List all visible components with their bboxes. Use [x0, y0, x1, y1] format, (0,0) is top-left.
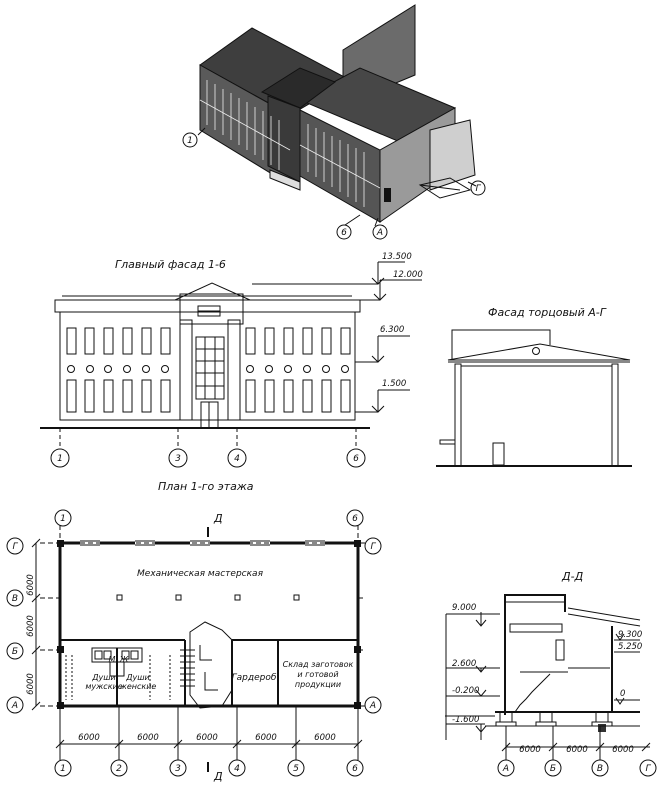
section-elev-9300: 9.300 [618, 630, 642, 640]
plan-axis-left-a: А [11, 701, 18, 711]
plan-axis-left-g: Г [12, 542, 18, 552]
plan-axis-left-b: Б [12, 647, 18, 657]
facade-elevation-marks: 13.500 12.000 6.300 1.500 [252, 252, 423, 413]
plan-dim-vertical-1: 6000 [26, 574, 36, 596]
section-title: Д-Д [561, 570, 584, 583]
axis-marker-a: А [376, 228, 383, 238]
plan-axis-bottom-3: 3 [175, 764, 181, 774]
section-axis-b: Б [550, 764, 556, 774]
room-storage-1: Склад заготовок [283, 660, 354, 669]
end-facade-elevation: Фасад торцовый А-Г [436, 306, 632, 467]
plan-dim-1-2: 6000 [78, 733, 100, 743]
section-elev-9000: 9.000 [452, 603, 476, 613]
room-showers-men-2: мужские [85, 682, 122, 691]
facade-round-windows [67, 365, 349, 373]
plan-axis-top-1: 1 [60, 514, 66, 524]
section-mark-bottom: Д [213, 770, 223, 783]
room-wardrobe: Гардероб [232, 673, 277, 683]
section-mark-top: Д [213, 512, 223, 525]
plan-axis-bottom-1: 1 [60, 764, 66, 774]
axis-marker-g: Г [475, 184, 481, 194]
room-showers-men-1: Души [91, 673, 116, 682]
section-elev-2600: 2.600 [452, 659, 476, 669]
facade-axis-1: 1 [57, 454, 63, 464]
room-showers-women-1: Души [125, 673, 150, 682]
main-facade-elevation: Главный фасад 1-6 [40, 252, 423, 468]
elev-13500: 13.500 [382, 252, 412, 262]
plan-axis-bottom-4: 4 [234, 764, 240, 774]
plan-axis-right-g: Г [370, 542, 376, 552]
facade-axis-6: 6 [353, 454, 359, 464]
building-perspective-view: 1 6 А Г [182, 4, 486, 240]
section-elev-5250: 5.250 [618, 642, 642, 652]
section-axis-v: В [597, 764, 603, 774]
plan-axis-top-6: 6 [352, 514, 358, 524]
facade-lower-windows [66, 379, 351, 413]
plan-dim-2-3: 6000 [137, 733, 159, 743]
elev-12000: 12.000 [393, 270, 423, 280]
plan-title: План 1-го этажа [158, 480, 254, 493]
first-floor-plan: План 1-го этажа Д Д [6, 480, 382, 783]
end-facade-title: Фасад торцовый А-Г [488, 306, 607, 319]
section-d-d: Д-Д 9.000 [445, 570, 657, 777]
section-dim-a-b: 6000 [519, 745, 541, 755]
section-axis-g: Г [645, 764, 651, 774]
facade-upper-windows [66, 327, 351, 355]
elev-6300: 6.300 [380, 325, 404, 335]
facade-axis-3: 3 [175, 454, 181, 464]
plan-dim-3-4: 6000 [196, 733, 218, 743]
plan-dim-5-6: 6000 [314, 733, 336, 743]
elev-1500: 1.500 [382, 379, 406, 389]
plan-dim-vertical-2: 6000 [26, 615, 36, 637]
plan-axis-right-a: А [369, 701, 376, 711]
room-storage-3: продукции [295, 680, 341, 689]
plan-axis-bottom-6: 6 [352, 764, 358, 774]
section-dim-b-v: 6000 [566, 745, 588, 755]
section-dim-v-g: 6000 [612, 745, 634, 755]
facade-axis-4: 4 [234, 454, 240, 464]
plan-axis-left-v: В [12, 594, 18, 604]
section-elev-minus1600: -1.600 [452, 715, 479, 725]
plan-axis-bottom-5: 5 [293, 764, 299, 774]
room-storage-2: и готовой [297, 670, 338, 679]
room-showers-women-2: женские [119, 682, 157, 691]
axis-marker-1: 1 [187, 136, 193, 146]
axis-marker-6: 6 [341, 228, 347, 238]
plan-dim-4-5: 6000 [255, 733, 277, 743]
room-workshop: Механическая мастерская [137, 569, 264, 579]
room-toilet-men: М [109, 655, 116, 664]
room-toilet-women: Ж [119, 655, 129, 664]
section-elev-0: 0 [620, 689, 625, 699]
main-facade-title: Главный фасад 1-6 [115, 258, 226, 271]
plan-axis-bottom-2: 2 [116, 764, 122, 774]
plan-dim-vertical-3: 6000 [26, 673, 36, 695]
section-elev-minus0200: -0.200 [452, 686, 479, 696]
section-elevation-marks: 9.000 2.600 -0.200 -1.600 9.300 5.250 0 [445, 603, 642, 740]
section-axis-a: А [502, 764, 509, 774]
